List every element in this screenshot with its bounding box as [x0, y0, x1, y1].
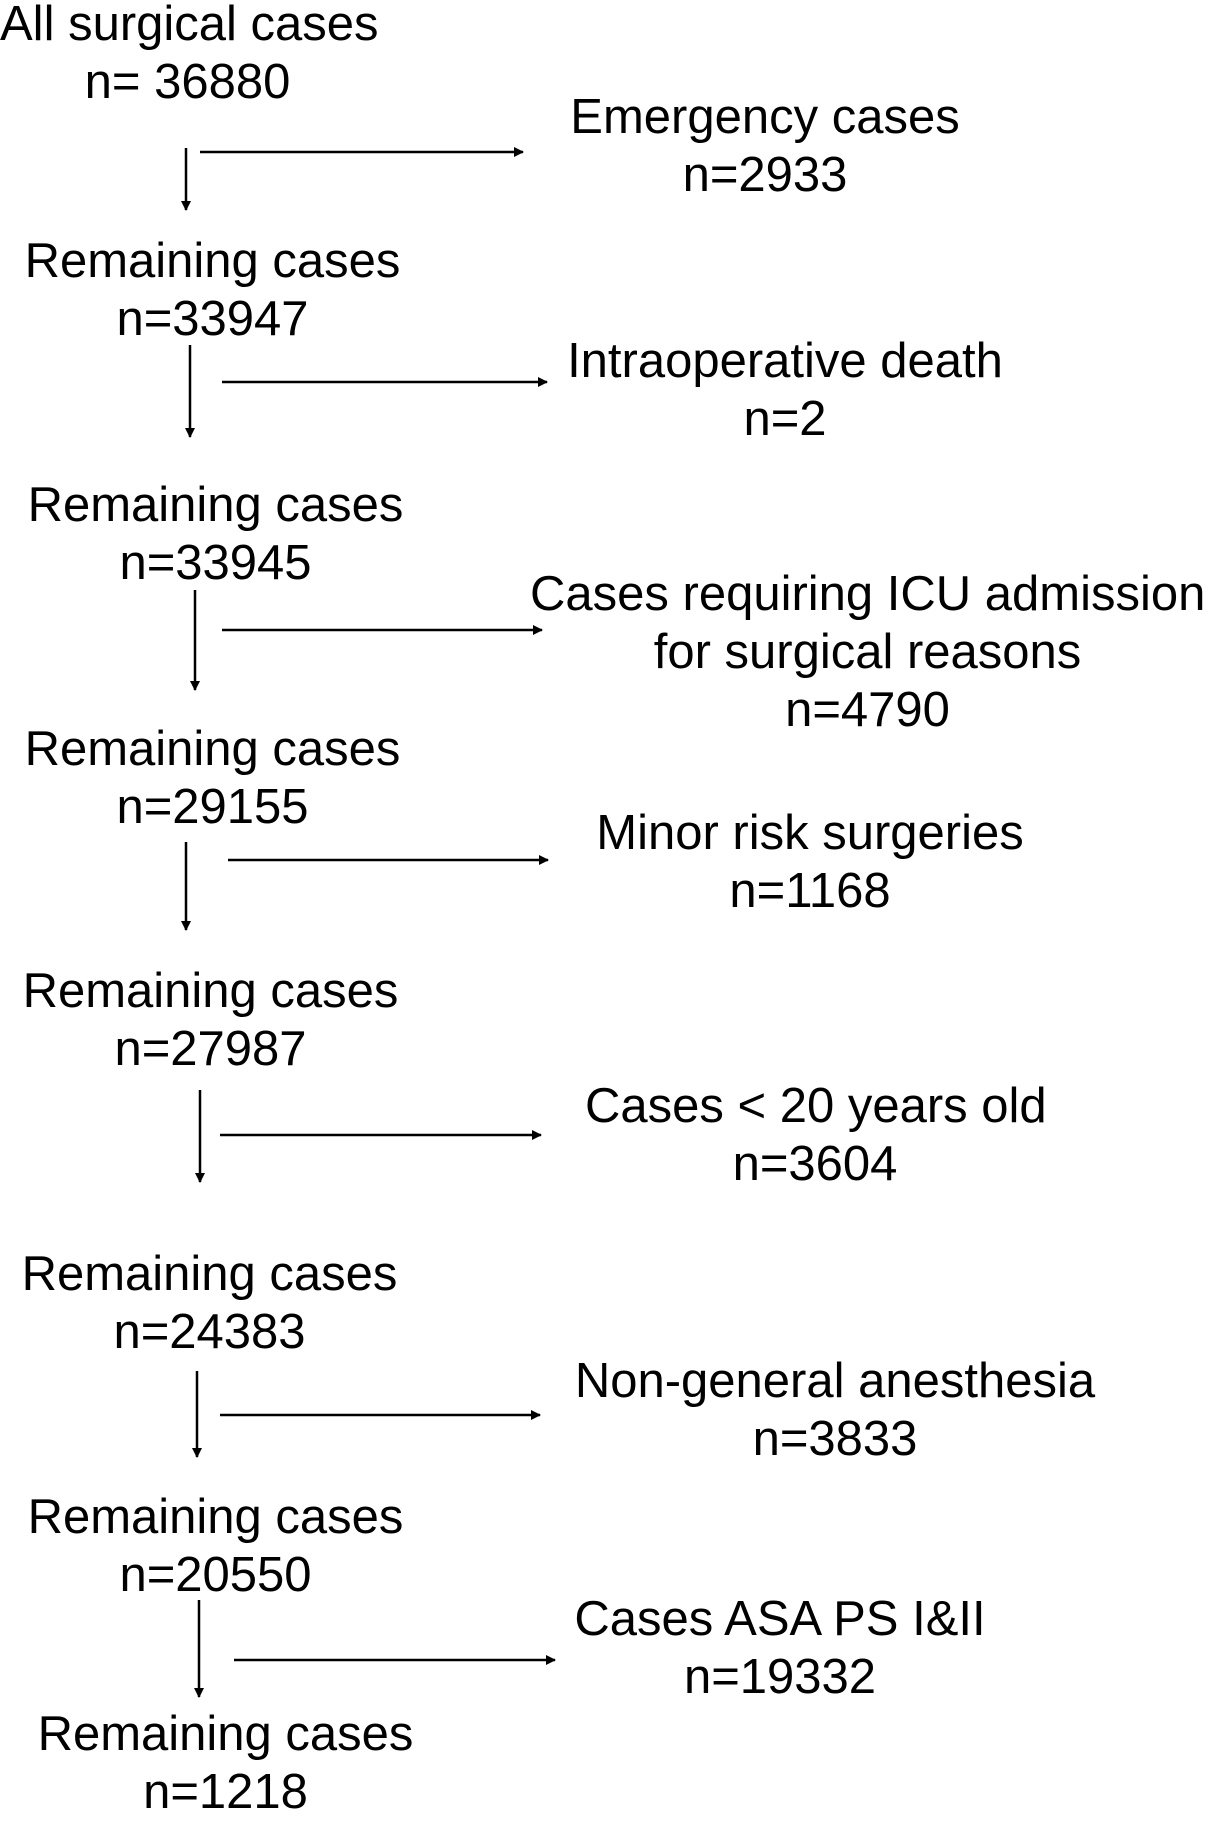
exclusion-count: n=19332 — [683, 1650, 877, 1704]
node-count: n=33947 — [116, 292, 309, 346]
node-all-cases: All surgical cases n= 36880 — [0, 0, 379, 111]
exclusion-label: for surgical reasons — [653, 625, 1082, 679]
exclusion-count: n=1168 — [729, 864, 891, 918]
node-remaining-5: Remaining cases n=24383 — [12, 1245, 407, 1361]
exclusion-asa-ps: Cases ASA PS I&II n=19332 — [555, 1590, 1005, 1706]
node-remaining-2: Remaining cases n=33945 — [18, 476, 413, 592]
node-label: Remaining cases — [24, 722, 401, 776]
node-label: Remaining cases — [24, 234, 401, 288]
node-remaining-3: Remaining cases n=29155 — [15, 720, 410, 836]
node-count: n=27987 — [114, 1022, 307, 1076]
node-remaining-6: Remaining cases n=20550 — [18, 1488, 413, 1604]
node-count: n=20550 — [119, 1548, 312, 1602]
node-count: n= 36880 — [84, 55, 291, 109]
node-count: n=33945 — [119, 536, 312, 590]
node-remaining-4: Remaining cases n=27987 — [13, 962, 408, 1078]
exclusion-label: Intraoperative death — [567, 334, 1003, 388]
node-label: Remaining cases — [37, 1707, 414, 1761]
node-label: Remaining cases — [21, 1247, 398, 1301]
exclusion-count: n=2933 — [682, 148, 848, 202]
node-remaining-7: Remaining cases n=1218 — [28, 1705, 423, 1821]
exclusion-label: Cases ASA PS I&II — [574, 1592, 986, 1646]
exclusion-count: n=3604 — [732, 1137, 898, 1191]
exclusion-icu: Cases requiring ICU admission for surgic… — [530, 565, 1205, 739]
exclusion-count: n=4790 — [785, 683, 950, 737]
node-label: Remaining cases — [22, 964, 399, 1018]
node-count: n=24383 — [113, 1305, 306, 1359]
node-label: All surgical cases — [0, 0, 379, 51]
exclusion-minor-risk: Minor risk surgeries n=1168 — [585, 804, 1035, 920]
exclusion-label: Cases requiring ICU admission — [530, 567, 1206, 621]
exclusion-label: Non-general anesthesia — [574, 1354, 1096, 1408]
node-count: n=1218 — [143, 1765, 308, 1819]
node-count: n=29155 — [116, 780, 309, 834]
node-remaining-1: Remaining cases n=33947 — [15, 232, 410, 348]
node-label: Remaining cases — [27, 478, 404, 532]
exclusion-emergency: Emergency cases n=2933 — [565, 88, 965, 204]
exclusion-under-20: Cases < 20 years old n=3604 — [585, 1077, 1047, 1193]
exclusion-label: Minor risk surgeries — [596, 806, 1024, 860]
exclusion-intraop-death: Intraoperative death n=2 — [560, 332, 1010, 448]
exclusion-label: Emergency cases — [570, 90, 960, 144]
node-label: Remaining cases — [27, 1490, 404, 1544]
exclusion-count: n=2 — [743, 392, 827, 446]
exclusion-count: n=3833 — [752, 1412, 918, 1466]
exclusion-non-general: Non-general anesthesia n=3833 — [565, 1352, 1105, 1468]
exclusion-label: Cases < 20 years old — [585, 1079, 1047, 1133]
